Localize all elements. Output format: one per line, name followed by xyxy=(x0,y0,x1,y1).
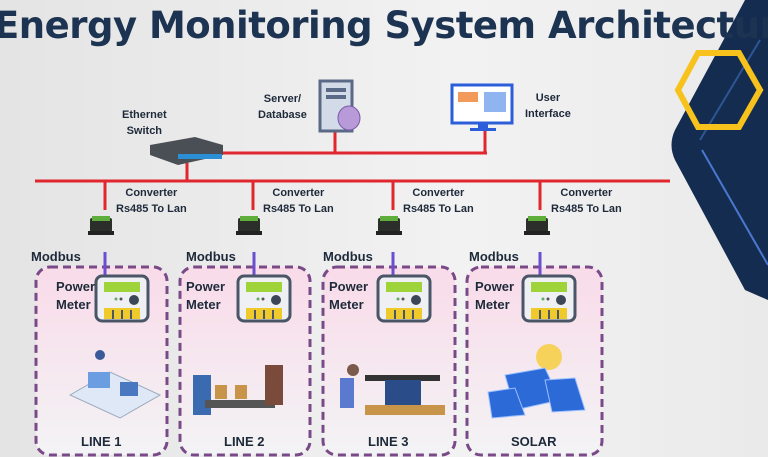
rs485-converter-icon xyxy=(236,216,262,235)
rs485-converter-icon xyxy=(88,216,114,235)
server-database-icon xyxy=(318,79,361,133)
switch-label-line2: Switch xyxy=(126,125,163,137)
decorative-navy-shape xyxy=(671,0,768,300)
modbus-label: Modbus xyxy=(186,249,236,264)
converter-line1: Converter xyxy=(272,187,325,199)
network-lines xyxy=(35,125,670,210)
zone-label-line-2: LINE 2 xyxy=(224,434,265,449)
factory-line-icon xyxy=(68,350,162,419)
power-meter-icon xyxy=(376,274,432,323)
meter-line1: Power xyxy=(56,279,96,294)
converter-line1: Converter xyxy=(560,187,613,199)
monitor-dashboard-icon xyxy=(450,83,514,131)
converter-line2: Rs485 To Lan xyxy=(116,203,187,215)
zone-label-solar: SOLAR xyxy=(511,434,557,449)
converter-line2: Rs485 To Lan xyxy=(403,203,474,215)
assembly-line-icon xyxy=(340,364,445,415)
modbus-lines xyxy=(103,252,542,278)
meter-line2: Meter xyxy=(475,297,510,312)
meter-line1: Power xyxy=(329,279,369,294)
ethernet-switch-icon xyxy=(150,137,223,165)
power-meter-icon xyxy=(521,274,577,323)
zone-label-line-3: LINE 3 xyxy=(368,434,409,449)
converter-line1: Converter xyxy=(412,187,465,199)
meter-line2: Meter xyxy=(329,297,364,312)
meter-line1: Power xyxy=(475,279,515,294)
conveyor-icon xyxy=(193,365,283,415)
meter-line1: Power xyxy=(186,279,226,294)
ui-label-line2: Interface xyxy=(525,108,571,120)
converter-line2: Rs485 To Lan xyxy=(263,203,334,215)
converter-line1: Converter xyxy=(125,187,178,199)
meter-line2: Meter xyxy=(186,297,221,312)
server-label-line1: Server/ xyxy=(263,93,302,105)
meter-line2: Meter xyxy=(56,297,91,312)
switch-label-line1: Ethernet xyxy=(122,109,167,121)
solar-panel-icon xyxy=(487,344,586,419)
modbus-label: Modbus xyxy=(323,249,373,264)
modbus-label: Modbus xyxy=(31,249,81,264)
zone-label-line-1: LINE 1 xyxy=(81,434,122,449)
power-meter-icon xyxy=(94,274,150,323)
rs485-converter-icon xyxy=(524,216,550,235)
hexagon-accent-icon xyxy=(674,50,764,130)
rs485-converter-icon xyxy=(376,216,402,235)
converter-line2: Rs485 To Lan xyxy=(551,203,622,215)
power-meter-icon xyxy=(236,274,292,323)
ui-label-line1: User xyxy=(535,92,561,104)
server-label: Server/Database xyxy=(258,91,307,123)
server-label-line2: Database xyxy=(258,109,307,121)
page-title: Energy Monitoring System Architecture xyxy=(0,4,768,47)
modbus-label: Modbus xyxy=(469,249,519,264)
